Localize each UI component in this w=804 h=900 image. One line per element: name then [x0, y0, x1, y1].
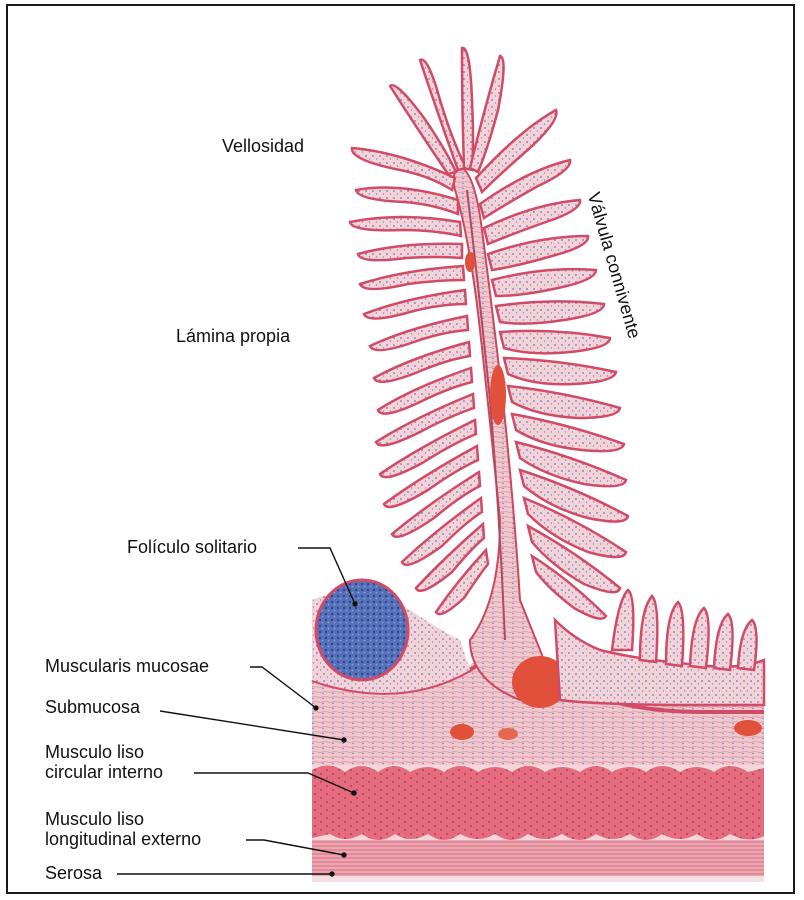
longitudinal-muscle-layer: [312, 838, 764, 882]
label-foliculo-solitario: Folículo solitario: [127, 537, 257, 557]
label-circular-line1: Musculo liso: [45, 742, 144, 762]
central-vessel: [490, 365, 506, 425]
label-lamina-propia: Lámina propia: [176, 326, 290, 346]
circular-muscle-layer: [312, 762, 764, 840]
label-serosa: Serosa: [45, 863, 102, 883]
label-submucosa: Submucosa: [45, 697, 140, 717]
villi-top: [390, 48, 504, 174]
label-muscularis-mucosae: Muscularis mucosae: [45, 656, 209, 676]
label-circular-line2: circular interno: [45, 762, 163, 782]
label-longitudinal-line1: Musculo liso: [45, 809, 144, 829]
label-vellosidad: Vellosidad: [222, 136, 304, 156]
leader-muscularis: [250, 667, 316, 708]
label-longitudinal-line2: longitudinal externo: [45, 829, 201, 849]
solitary-follicle: [316, 580, 408, 680]
